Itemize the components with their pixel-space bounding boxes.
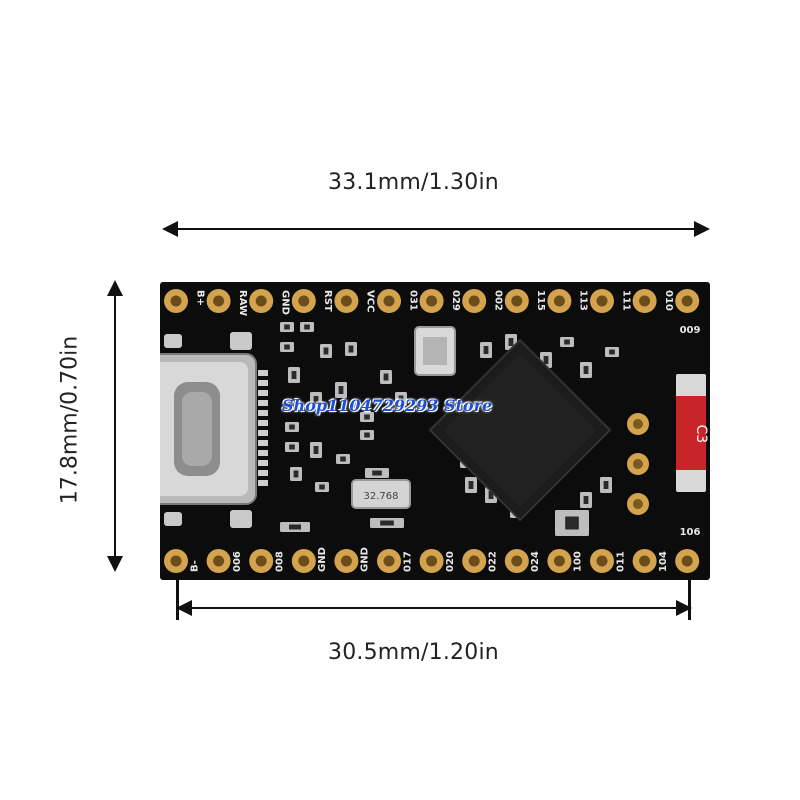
crystal-oscillator [414, 326, 456, 376]
bottom-pin-label: 006 [232, 551, 243, 572]
top-pin-row [164, 289, 700, 313]
top-pin-label: 111 [620, 290, 631, 311]
top-pin-label: 002 [493, 290, 504, 311]
pin-hole [553, 555, 565, 567]
top-pin-label: GND [280, 290, 291, 315]
pin-hole [255, 295, 267, 307]
c3-badge: C3 [676, 374, 709, 492]
bottom-pin-label: 020 [445, 551, 456, 572]
pin-hole [213, 295, 225, 307]
pin-hole [298, 295, 310, 307]
usb-contact [258, 430, 268, 436]
pin-hole [511, 295, 523, 307]
length-dimension-label: 33.1mm/1.30in [328, 170, 499, 195]
top-pin-label: B+ [194, 290, 205, 306]
pin-span-dimension-label: 30.5mm/1.20in [328, 640, 499, 665]
pin-hole [383, 555, 395, 567]
top-right-label: 009 [680, 325, 701, 336]
top-pin-label: 115 [535, 290, 546, 311]
top-pin-label: VCC [365, 290, 376, 312]
bottom-pin-label: 017 [402, 551, 413, 572]
width-dimension-label: 17.8mm/0.70in [57, 335, 83, 505]
usb-contact [258, 470, 268, 476]
usb-contact [258, 400, 268, 406]
top-pin-label: RAW [237, 290, 248, 316]
pin-hole [511, 555, 523, 567]
bottom-pin-label: GND [317, 547, 328, 572]
top-pin-label: 010 [663, 290, 674, 311]
usb-contact [258, 370, 268, 376]
store-watermark: Shop1104729293 Store [282, 396, 493, 415]
bottom-pin-label: 011 [615, 551, 626, 572]
bottom-pin-row [164, 549, 700, 573]
usb-contact [258, 440, 268, 446]
usb-contact-pads [258, 370, 268, 486]
usb-contact [258, 460, 268, 466]
usb-contact [258, 390, 268, 396]
pin-hole [468, 295, 480, 307]
mcu-chip [428, 338, 612, 522]
usb-contact [258, 420, 268, 426]
pin-hole [681, 555, 693, 567]
rtc-crystal: 32.768 [351, 479, 411, 509]
top-pin-label: RST [322, 290, 333, 312]
bottom-pin-label: 024 [530, 551, 541, 572]
pin-hole [468, 555, 480, 567]
pin-hole [639, 555, 651, 567]
bottom-pin-label: 008 [275, 551, 286, 572]
bottom-pin-label: 104 [658, 551, 669, 572]
bottom-pin-label: B- [189, 560, 200, 572]
pin-hole [639, 295, 651, 307]
usb-c-connector [160, 332, 257, 528]
usb-contact [258, 480, 268, 486]
usb-contact [258, 410, 268, 416]
usb-contact [258, 450, 268, 456]
pin-hole [553, 295, 565, 307]
pin-hole [596, 295, 608, 307]
pin-hole [596, 555, 608, 567]
pin-hole [170, 555, 182, 567]
pin-hole [298, 555, 310, 567]
bottom-pin-labels: B- 006 008 GND GND 017 020 022 024 100 011 104 [189, 547, 669, 572]
pcb-board: B+ RAW GND RST VCC 031 029 002 115 113 111 010 B- 00… [160, 282, 710, 580]
bottom-right-label: 106 [680, 527, 701, 538]
top-pin-label: 029 [450, 290, 461, 311]
pin-hole [383, 295, 395, 307]
bottom-pin-label: 100 [573, 551, 584, 572]
top-pin-label: 031 [407, 290, 418, 311]
bottom-pin-label: GND [360, 547, 371, 572]
smd-components [280, 322, 619, 536]
c3-badge-label: C3 [693, 425, 709, 444]
crystal-marking: 32.768 [364, 491, 399, 502]
pin-hole [340, 295, 352, 307]
top-pin-label: 113 [578, 290, 589, 311]
usb-contact [258, 380, 268, 386]
bottom-pin-label: 022 [488, 551, 499, 572]
pin-hole [426, 555, 438, 567]
pin-hole [681, 295, 693, 307]
top-pin-labels: B+ RAW GND RST VCC 031 029 002 115 113 111 010 [194, 290, 674, 316]
pin-hole [426, 295, 438, 307]
pin-hole [213, 555, 225, 567]
pin-hole [170, 295, 182, 307]
pin-hole [340, 555, 352, 567]
pin-hole [255, 555, 267, 567]
